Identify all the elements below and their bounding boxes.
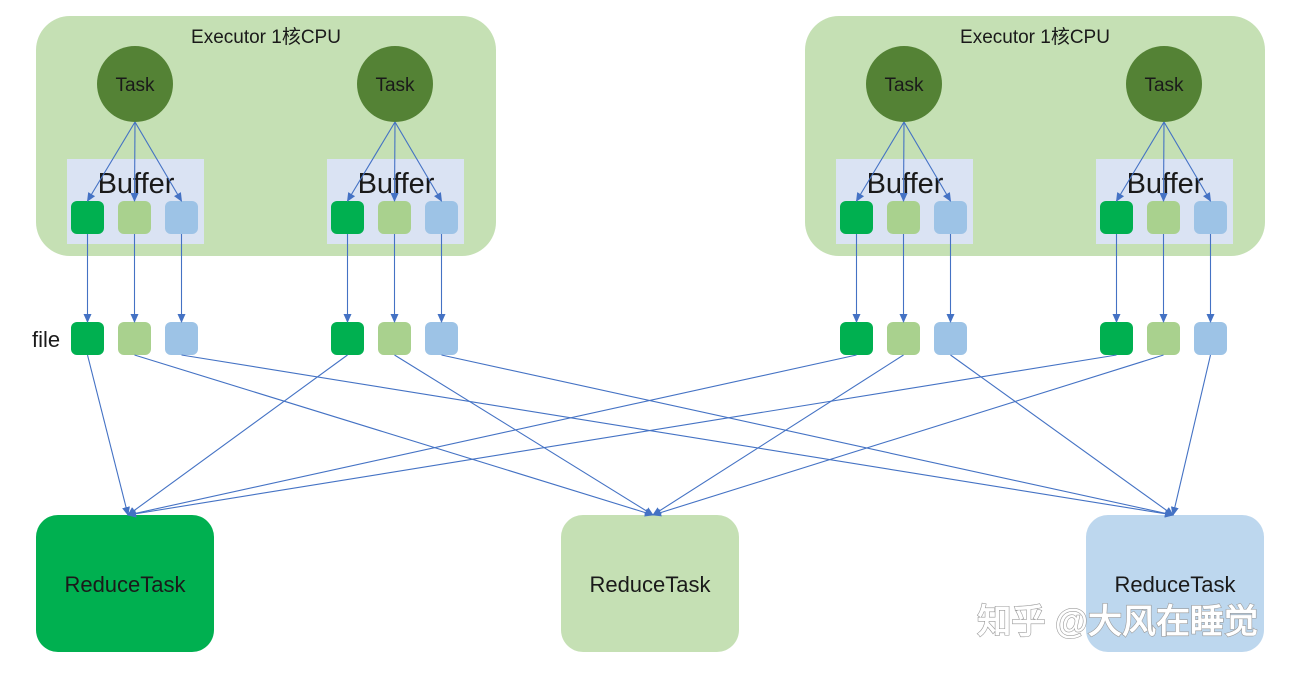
file-to-reduce-arrow [652,354,1164,517]
task-to-buffer-arrow [394,121,443,202]
buffer-partition-blue [165,201,198,234]
executor-title: Executor 1核CPU [960,26,1110,48]
file-partition-green [840,322,873,355]
arrows [83,121,1215,518]
file-to-reduce-arrow [127,354,348,516]
file-to-reduce-arrow [1170,354,1212,516]
file-partition-blue [165,322,198,355]
file-to-reduce-arrow [127,354,1117,518]
buffer-partition-blue [1194,201,1227,234]
task-to-buffer-arrow [390,121,399,202]
file-to-reduce-arrow [134,354,654,517]
file-partition-lightgreen [887,322,920,355]
file-to-reduce-arrow [127,354,857,518]
task-nodes: Task Task Task Task [97,46,1202,122]
file-partition-blue [425,322,458,355]
task-label: Task [1144,75,1184,96]
task-to-buffer-arrow [855,121,905,202]
buffer-partition-blue [934,201,967,234]
file-partition-lightgreen [378,322,411,355]
task-label: Task [375,75,415,96]
buffer-partition-lightgreen [1147,201,1180,234]
task-to-buffer-arrow [1159,121,1168,202]
file-partitions: file [32,322,1227,355]
buffer-label: Buffer [358,168,435,200]
task-to-buffer-arrow [899,121,908,202]
file-partition-green [71,322,104,355]
file-to-reduce-arrow [652,354,904,516]
buffer-label: Buffer [867,168,944,200]
file-partition-lightgreen [118,322,151,355]
buffer-partition-lightgreen [118,201,151,234]
task-to-buffer-arrow [346,121,396,202]
file-to-reduce-arrow [950,354,1174,516]
task-to-buffer-arrow [1115,121,1165,202]
task-label: Task [115,75,155,96]
buffer-partition-blue [425,201,458,234]
buffer-partitions [71,201,1227,234]
file-label: file [32,327,60,352]
task-node [97,46,173,122]
task-to-buffer-arrow [130,121,139,202]
task-node [866,46,942,122]
task-label: Task [884,75,924,96]
file-to-reduce-arrow [181,354,1174,518]
buffer-partition-green [71,201,104,234]
executor-title: Executor 1核CPU [191,26,341,48]
buffer-partition-green [331,201,364,234]
file-partition-green [1100,322,1133,355]
task-to-buffer-arrow [1163,121,1212,202]
reduce-task-label: ReduceTask [1114,572,1236,597]
buffer-partition-green [1100,201,1133,234]
reduce-task-label: ReduceTask [589,572,711,597]
task-to-buffer-arrow [86,121,136,202]
buffer-label: Buffer [1127,168,1204,200]
reduce-tasks: ReduceTask ReduceTask ReduceTask [36,515,1264,652]
buffer-partition-green [840,201,873,234]
file-partition-lightgreen [1147,322,1180,355]
task-to-buffer-arrow [134,121,183,202]
buffer-label: Buffer [98,168,175,200]
buffer-partition-lightgreen [378,201,411,234]
reduce-task-label: ReduceTask [64,572,186,597]
task-node [357,46,433,122]
file-partition-blue [1194,322,1227,355]
watermark: 知乎 @大风在睡觉 [977,603,1258,641]
file-partition-blue [934,322,967,355]
reduce-task-box [36,515,214,652]
buffer-partition-lightgreen [887,201,920,234]
file-to-reduce-arrow [86,354,130,516]
file-to-reduce-arrow [441,354,1174,518]
file-partition-green [331,322,364,355]
reduce-task-box [1086,515,1264,652]
task-node [1126,46,1202,122]
task-to-buffer-arrow [903,121,952,202]
file-to-reduce-arrow [394,354,654,516]
reduce-task-box [561,515,739,652]
